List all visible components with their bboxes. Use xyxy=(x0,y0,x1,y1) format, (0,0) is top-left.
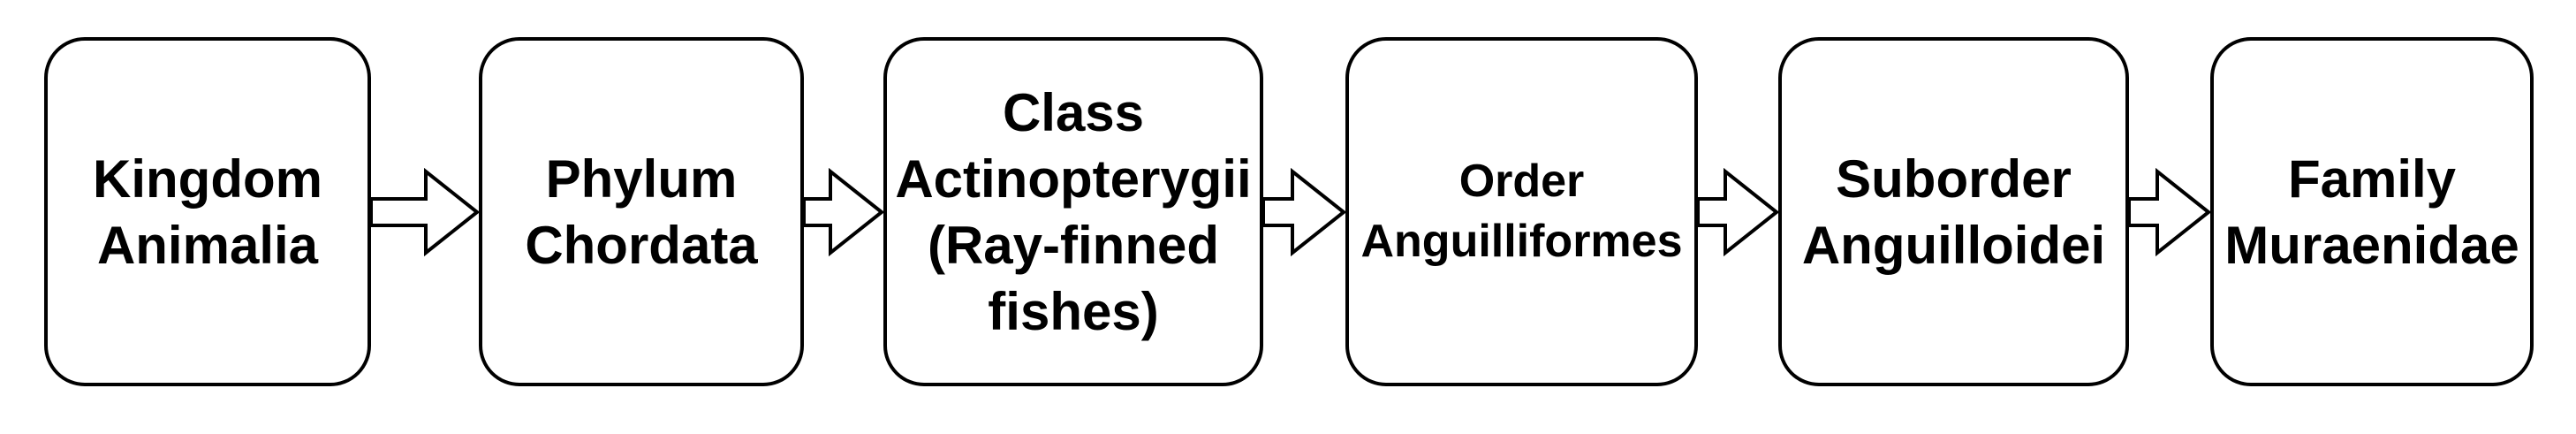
node-family-muraenidae: Family Muraenidae xyxy=(2210,37,2534,386)
node-phylum-chordata: Phylum Chordata xyxy=(479,37,804,386)
arrow-right-icon xyxy=(1263,167,1345,256)
node-order-anguilliformes: Order Anguilliformes xyxy=(1345,37,1698,386)
node-suborder-anguilloidei: Suborder Anguilloidei xyxy=(1778,37,2129,386)
node-label: Order Anguilliformes xyxy=(1360,155,1683,267)
node-kingdom-animalia: Kingdom Animalia xyxy=(44,37,371,386)
node-label: Family Muraenidae xyxy=(2224,148,2519,275)
node-label: Suborder Anguilloidei xyxy=(1801,148,2106,275)
arrow-right-icon xyxy=(2129,167,2210,256)
flowchart-row: Kingdom Animalia Phylum Chordata Class A… xyxy=(44,37,2534,386)
arrow-right-icon xyxy=(371,167,479,256)
node-class-actinopterygii: Class Actinopterygii (Ray-finned fishes) xyxy=(883,37,1263,386)
node-label: Class Actinopterygii (Ray-finned fishes) xyxy=(895,82,1252,341)
node-label: Phylum Chordata xyxy=(525,148,758,275)
node-label: Kingdom Animalia xyxy=(93,148,322,275)
arrow-right-icon xyxy=(804,167,883,256)
arrow-right-icon xyxy=(1698,167,1778,256)
